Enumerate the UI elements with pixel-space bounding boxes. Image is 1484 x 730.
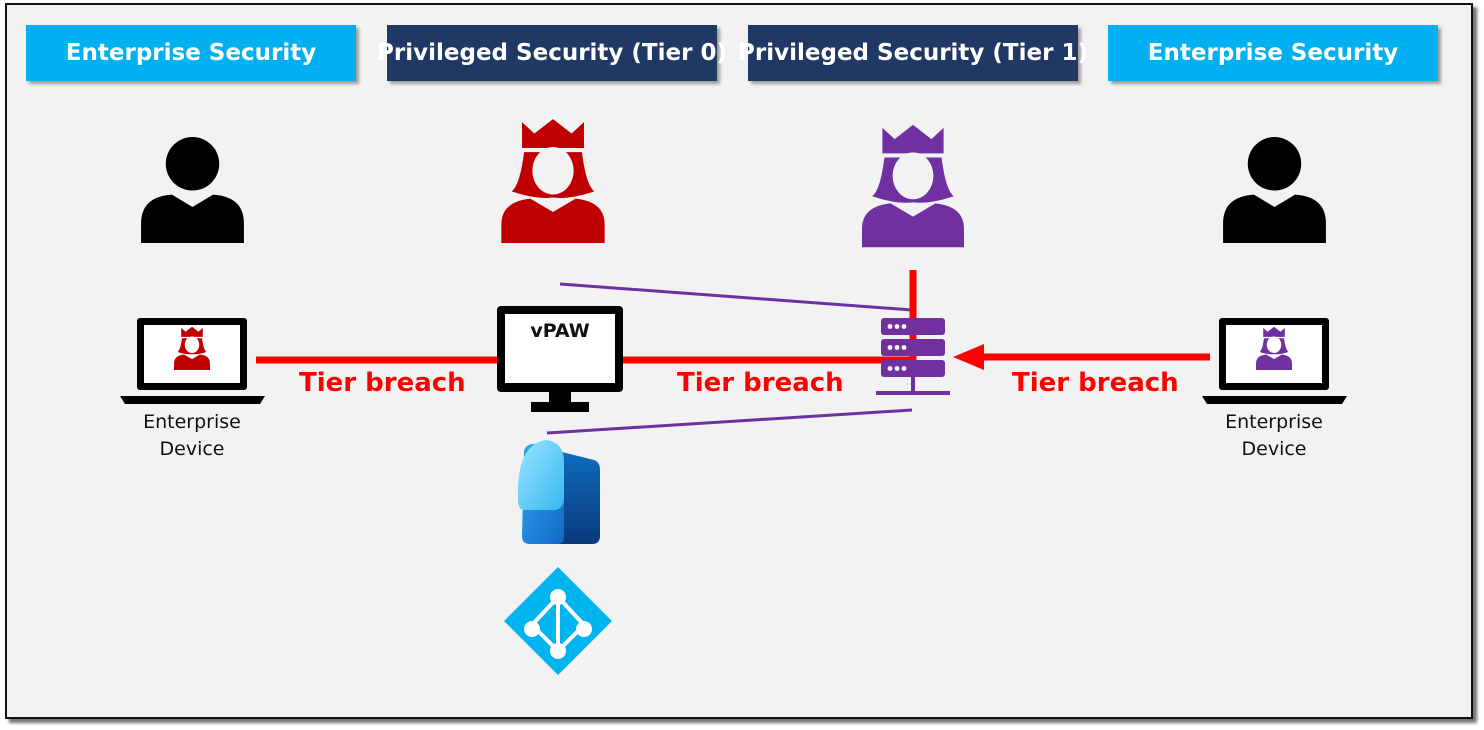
breach-arrowhead-right	[953, 344, 984, 370]
server-icon	[876, 318, 950, 395]
crowned-admin-icon	[501, 119, 605, 243]
entra-id-icon	[504, 567, 612, 675]
tier-breach-label-middle: Tier breach	[677, 368, 844, 398]
left-device-label: Enterprise Device	[112, 409, 272, 463]
crowned-admin-icon	[862, 124, 964, 248]
left-device-label-line2: Device	[159, 438, 225, 460]
azure-virtual-desktop-icon	[518, 440, 600, 544]
monitor-icon	[497, 306, 623, 412]
left-device-label-line1: Enterprise	[143, 411, 241, 433]
right-device-label-line1: Enterprise	[1225, 411, 1323, 433]
tier-breach-label-right: Tier breach	[1012, 368, 1179, 398]
user-icon	[141, 137, 244, 243]
header-enterprise-security-right: Enterprise Security	[1108, 25, 1438, 81]
right-device-label-line2: Device	[1241, 438, 1307, 460]
vpaw-label: vPAW	[530, 320, 590, 342]
tier1-admin-icon	[1256, 326, 1292, 370]
user-icon	[1223, 137, 1326, 243]
header-privileged-tier0: Privileged Security (Tier 0)	[377, 25, 727, 81]
header-enterprise-security-left: Enterprise Security	[26, 25, 356, 81]
connector-line-top	[559, 282, 913, 312]
connector-line-bottom	[546, 408, 913, 435]
tier0-admin-icon	[174, 326, 210, 370]
right-device-label: Enterprise Device	[1194, 409, 1354, 463]
header-privileged-tier1: Privileged Security (Tier 1)	[738, 25, 1088, 81]
tier-breach-label-left: Tier breach	[299, 368, 466, 398]
